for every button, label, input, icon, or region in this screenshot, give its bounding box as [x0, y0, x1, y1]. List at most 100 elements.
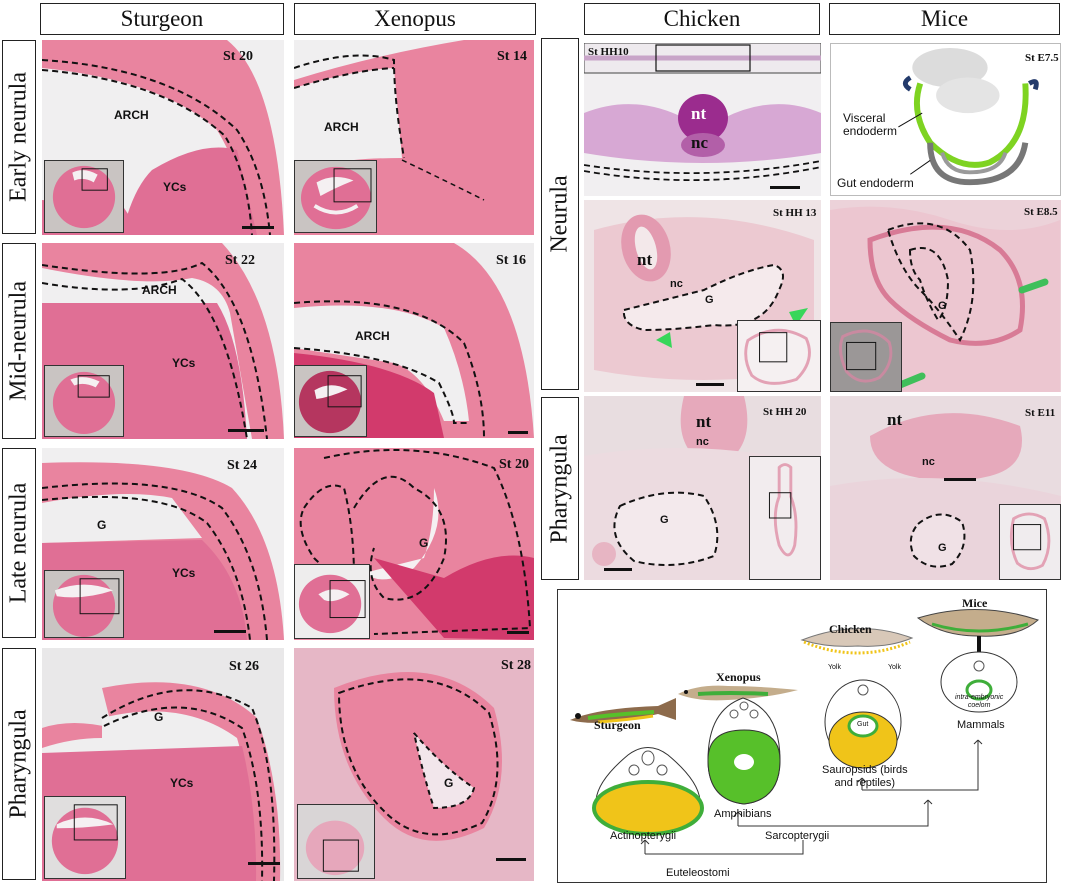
stage-label: St 20	[223, 49, 253, 64]
scale-bar	[214, 630, 246, 633]
xenopus-st20-micrograph: St 20 G	[294, 448, 534, 640]
diagram-chicken-label: Chicken	[829, 622, 872, 636]
visceral-endoderm-label: Visceral endoderm	[843, 111, 898, 138]
overview-inset	[294, 160, 377, 233]
row-label-text: Neurula	[546, 175, 573, 253]
stage-label: St 14	[497, 49, 527, 64]
column-header-chicken: Chicken	[584, 3, 820, 35]
scale-bar	[228, 429, 264, 432]
overview-inset	[44, 570, 124, 638]
overview-inset	[737, 320, 821, 392]
stage-label: St 22	[225, 253, 255, 268]
scale-bar	[496, 858, 526, 861]
mammals-label: Mammals	[957, 719, 1005, 731]
sturgeon-st24-micrograph: St 24 G YCs	[42, 448, 284, 640]
mice-e85-micrograph: St E8.5 G	[830, 200, 1061, 392]
gut-label: G	[660, 514, 669, 526]
diagram-sturgeon-label: Sturgeon	[594, 718, 641, 732]
gut-label: G	[705, 294, 714, 306]
nc-label: nc	[696, 436, 709, 448]
stage-label: St 26	[229, 659, 259, 674]
overview-inset	[297, 804, 375, 879]
row-label-text: Mid-neurula	[5, 281, 32, 401]
ycs-label: YCs	[172, 356, 196, 370]
overview-inset	[44, 796, 126, 879]
stage-label: St HH 13	[773, 207, 817, 219]
arch-label: ARCH	[324, 120, 359, 134]
gut-label: G	[154, 710, 164, 724]
coelom-label: intra-embryonic coelom	[955, 694, 1004, 709]
row-label-text: Early neurula	[5, 72, 32, 202]
gut-label: G	[938, 542, 947, 554]
gut-endoderm-label: Gut endoderm	[837, 176, 914, 190]
chicken-hh10-micrograph: St HH10 nt nc	[584, 43, 821, 196]
sarcopterygii-label: Sarcopterygii	[765, 830, 830, 842]
scale-bar	[944, 478, 976, 481]
sturgeon-st20-micrograph: St 20 ARCH YCs	[42, 40, 284, 235]
stage-label: St 16	[496, 253, 526, 268]
overview-inset	[999, 504, 1061, 580]
scale-bar	[604, 568, 632, 571]
sturgeon-st26-micrograph: St 26 G YCs	[42, 648, 284, 881]
scale-bar	[248, 862, 280, 865]
row-label-text: Pharyngula	[5, 709, 32, 819]
arch-label: ARCH	[355, 329, 390, 343]
nt-label: nt	[696, 412, 712, 431]
chicken-hh13-micrograph: St HH 13 nt nc G	[584, 200, 821, 392]
overview-inset	[830, 322, 902, 392]
yolk-label-left: Yolk	[828, 664, 841, 671]
chicken-hh20-micrograph: St HH 20 nt nc G	[584, 396, 821, 580]
scale-bar	[770, 186, 800, 189]
row-label-pharyngula-right: Pharyngula	[541, 397, 579, 580]
ycs-label: YCs	[172, 566, 196, 580]
sauropsids-label: Sauropsids (birds and reptiles)	[822, 764, 908, 789]
nt-label: nt	[637, 250, 653, 269]
diagram-xenopus-label: Xenopus	[716, 670, 761, 684]
stage-label: St 20	[499, 457, 529, 472]
euteleostomi-label: Euteleostomi	[666, 867, 730, 879]
gut-label: G	[97, 518, 107, 532]
stage-label: St HH10	[588, 46, 629, 58]
sturgeon-st22-micrograph: St 22 ARCH YCs	[42, 243, 284, 439]
row-label-early-neurula: Early neurula	[2, 40, 36, 234]
overview-inset	[749, 456, 821, 580]
scale-bar	[242, 226, 274, 229]
stage-label: St 24	[227, 458, 257, 473]
xenopus-st14-micrograph: St 14 ARCH	[294, 40, 534, 235]
stage-label: St E11	[1025, 407, 1056, 419]
gut-label: G	[938, 300, 947, 312]
row-label-neurula: Neurula	[541, 38, 579, 390]
stage-label: St E8.5	[1024, 206, 1058, 218]
nt-label: nt	[691, 104, 707, 123]
arch-label: ARCH	[114, 108, 149, 122]
mice-e11-micrograph: St E11 nt nc G	[830, 396, 1061, 580]
row-label-text: Late neurula	[5, 482, 32, 604]
nc-label: nc	[691, 133, 708, 152]
ycs-label: YCs	[170, 776, 194, 790]
xenopus-st16-micrograph: St 16 ARCH	[294, 243, 534, 438]
row-label-pharyngula: Pharyngula	[2, 648, 36, 880]
scale-bar	[508, 431, 528, 434]
column-header-mice: Mice	[829, 3, 1060, 35]
scale-bar	[507, 631, 529, 634]
stage-label: St 28	[501, 658, 531, 673]
row-label-late-neurula: Late neurula	[2, 448, 36, 638]
ycs-label: YCs	[163, 180, 187, 194]
diagram-mice-label: Mice	[962, 596, 988, 610]
xenopus-st28-micrograph: St 28 G	[294, 648, 534, 881]
overview-inset	[294, 564, 370, 639]
amphibians-label: Amphibians	[714, 808, 772, 820]
overview-inset	[44, 160, 124, 233]
column-header-sturgeon: Sturgeon	[40, 3, 284, 35]
gut-label: G	[419, 536, 429, 550]
column-header-xenopus: Xenopus	[294, 3, 536, 35]
nc-label: nc	[670, 278, 683, 290]
stage-label: St HH 20	[763, 406, 807, 418]
scale-bar	[696, 383, 724, 386]
yolk-label-right: Yolk	[888, 664, 901, 671]
overview-inset	[294, 365, 367, 437]
nc-label: nc	[922, 456, 935, 468]
nt-label: nt	[887, 410, 903, 429]
overview-inset	[44, 365, 124, 437]
stage-label: St E7.5	[1025, 52, 1059, 64]
